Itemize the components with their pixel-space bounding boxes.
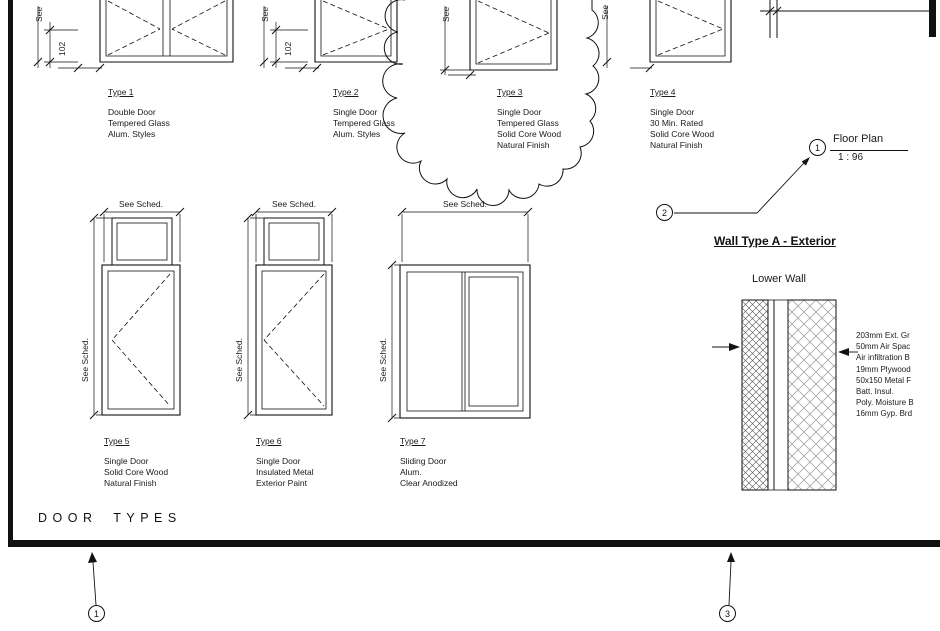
desc-line: Natural Finish (497, 140, 550, 150)
desc-line: Solid Core Wood (497, 129, 562, 139)
dim-label-see-sched-side-6: See Sched. (234, 338, 244, 382)
door-type-2-linework (259, 0, 398, 73)
dim-label-see-1: See (34, 6, 44, 22)
balloon-number: 1 (93, 608, 99, 619)
desc-line: Alum. Styles (333, 129, 381, 139)
door-type-5-label: Type 5 (104, 436, 130, 446)
dim-label-see-sched-top-7: See Sched. (443, 199, 487, 209)
desc-line: Natural Finish (104, 478, 157, 488)
door-type-1-label: Type 1 (108, 87, 134, 97)
door-type-4-linework (602, 0, 732, 73)
sheet-border (8, 0, 940, 547)
wall-note-line: Poly. Moisture B (856, 398, 914, 408)
top-right-partial-lines (760, 0, 929, 38)
desc-line: Single Door (497, 107, 542, 117)
dim-label-see-4: See (600, 4, 610, 20)
desc-line: Tempered Glass (108, 118, 170, 128)
door-type-7-label: Type 7 (400, 436, 426, 446)
revision-cloud (382, 0, 600, 206)
floor-plan-callout-balloon: 1 (809, 139, 826, 156)
door-type-2-label: Type 2 (333, 87, 359, 97)
dim-label-see-sched-side-5: See Sched. (80, 338, 90, 382)
door-type-4-description: Single Door 30 Min. Rated Solid Core Woo… (650, 107, 714, 151)
desc-line: Tempered Glass (333, 118, 395, 128)
keynote-balloon-3: 3 (719, 605, 736, 622)
wall-note-line: 50x150 Metal F (856, 375, 912, 385)
balloon-leader-arrows (88, 552, 735, 606)
dim-label-see-sched-top-5: See Sched. (119, 199, 163, 209)
desc-line: Tempered Glass (497, 118, 559, 128)
sheet-title-door-types: DOOR TYPES (38, 511, 182, 525)
door-type-6-linework (243, 207, 337, 420)
balloon-number: 1 (814, 142, 820, 153)
balloon-number: 2 (661, 207, 667, 218)
door-type-2-description: Single Door Tempered Glass Alum. Styles (333, 107, 395, 140)
keynote-balloon-2: 2 (656, 204, 673, 221)
wall-note-line: 203mm Ext. Gr (856, 331, 910, 340)
dim-label-102-2: 102 (283, 41, 293, 56)
door-type-1-linework (33, 0, 234, 73)
door-type-6-label: Type 6 (256, 436, 282, 446)
wall-note-line: Batt. Insul. (856, 387, 894, 397)
floor-plan-scale: 1 : 96 (838, 152, 864, 163)
dim-label-see-sched-side-7: See Sched. (378, 338, 388, 382)
desc-line: Solid Core Wood (104, 467, 169, 477)
desc-line: Insulated Metal (256, 467, 314, 477)
wall-note-line: Air infiltration B (856, 353, 910, 363)
wall-type-subtitle: Lower Wall (752, 273, 806, 285)
door-type-3-label: Type 3 (497, 87, 523, 97)
wall-note-line: 50mm Air Spac (856, 342, 911, 352)
wall-type-title: Wall Type A - Exterior (714, 234, 836, 248)
floor-plan-callout-lines (674, 150, 908, 214)
dim-label-102-1: 102 (57, 41, 67, 56)
desc-line: Exterior Paint (256, 478, 308, 488)
desc-line: Sliding Door (400, 456, 447, 466)
door-type-7-linework (387, 207, 533, 423)
door-type-5-description: Single Door Solid Core Wood Natural Fini… (104, 456, 168, 489)
balloon-number: 3 (724, 608, 730, 619)
door-type-5-linework (89, 207, 185, 420)
desc-line: Single Door (256, 456, 301, 466)
floor-plan-title: Floor Plan (833, 133, 884, 145)
desc-line: Single Door (104, 456, 149, 466)
wall-assembly-notes: 203mm Ext. Gr 50mm Air Spac Air infiltra… (856, 330, 940, 420)
door-type-3-description: Single Door Tempered Glass Solid Core Wo… (497, 107, 561, 151)
dim-label-see-3: See (441, 6, 451, 22)
desc-line: Alum. Styles (108, 129, 156, 139)
keynote-balloon-1: 1 (88, 605, 105, 622)
desc-line: Solid Core Wood (650, 129, 715, 139)
door-type-6-description: Single Door Insulated Metal Exterior Pai… (256, 456, 314, 489)
desc-line: Single Door (333, 107, 378, 117)
desc-line: Natural Finish (650, 140, 703, 150)
desc-line: Clear Anodized (400, 478, 458, 488)
door-type-1-description: Double Door Tempered Glass Alum. Styles (108, 107, 170, 140)
dim-label-see-sched-top-6: See Sched. (272, 199, 316, 209)
door-type-4-label: Type 4 (650, 87, 676, 97)
desc-line: 30 Min. Rated (650, 118, 703, 128)
door-type-7-description: Sliding Door Alum. Clear Anodized (400, 456, 458, 489)
desc-line: Double Door (108, 107, 156, 117)
dim-label-see-2: See (260, 6, 270, 22)
wall-note-line: 19mm Plywood (856, 364, 911, 374)
wall-note-line: 16mm Gyp. Brd (856, 409, 913, 419)
door-type-3-linework (440, 0, 558, 80)
desc-line: Single Door (650, 107, 695, 117)
wall-section-detail-linework (712, 299, 858, 491)
desc-line: Alum. (400, 467, 422, 477)
